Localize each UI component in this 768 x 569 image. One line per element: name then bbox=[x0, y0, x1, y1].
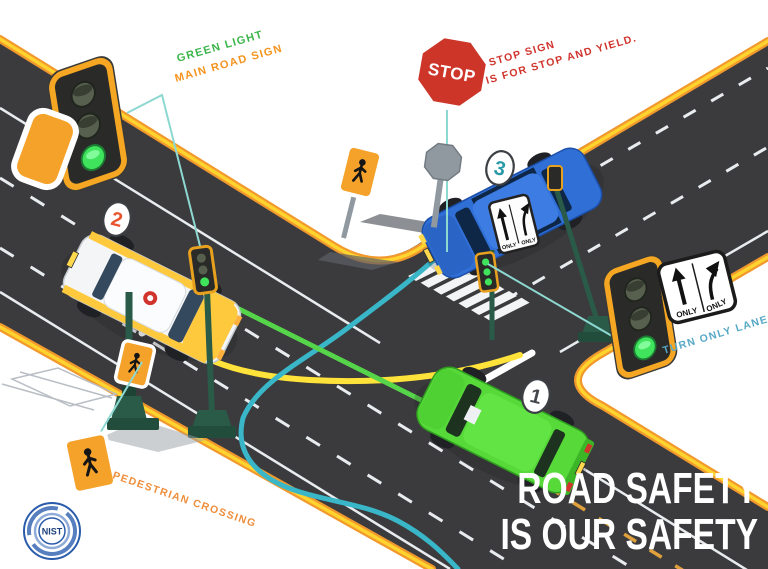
small-sign-only-right: ONLY bbox=[521, 237, 537, 246]
badge-number-3: 3 bbox=[492, 157, 508, 181]
stop-sign: STOP bbox=[413, 33, 491, 111]
mini-traffic-light bbox=[474, 251, 500, 293]
traffic-light-taxi bbox=[188, 244, 218, 296]
poster-title-line2: IS OUR SAFETY bbox=[500, 511, 758, 559]
ped-pole-pedestal bbox=[107, 386, 159, 430]
nist-logo-text: NIST bbox=[42, 527, 63, 537]
badge-number-2: 2 bbox=[109, 208, 125, 232]
nist-logo: NIST bbox=[23, 502, 81, 560]
marker-badge-car2: 2 bbox=[102, 201, 132, 237]
pedestrian-crossing-label: PEDESTRIAN CROSSING bbox=[111, 469, 258, 530]
small-sign-only-left: ONLY bbox=[501, 242, 517, 251]
poster-title-line1: ROAD SAFETY bbox=[517, 465, 758, 513]
stop-sign-back bbox=[423, 142, 463, 228]
greenlight-callout-line bbox=[126, 93, 201, 247]
badge-number-1: 1 bbox=[528, 385, 544, 409]
taxi-signal-pedestal bbox=[188, 410, 236, 438]
ped-callout-line bbox=[95, 361, 143, 441]
turn-lane-sign: ONLY ONLY bbox=[656, 249, 738, 325]
poster-title: ROAD SAFETY IS OUR SAFETY bbox=[500, 465, 758, 559]
blank-orange-sign bbox=[11, 107, 79, 191]
pedestrian-sign-floating bbox=[62, 431, 118, 495]
marker-badge-car1: 1 bbox=[521, 378, 551, 414]
path-teal bbox=[238, 240, 461, 569]
marker-badge-car3: 3 bbox=[485, 150, 515, 186]
taxi-signal-pole bbox=[204, 289, 215, 415]
path-green bbox=[194, 285, 468, 425]
signal-pole-blue-car bbox=[550, 177, 603, 331]
pedestrian-sign-on-pole bbox=[113, 339, 157, 389]
signal-back-box bbox=[547, 165, 563, 191]
turn-lane-sign-small: ONLY ONLY bbox=[488, 193, 540, 255]
shadow-wireframe bbox=[1, 367, 119, 411]
pedestrian-sign-top bbox=[336, 143, 384, 239]
turn-lanes-callout-line bbox=[487, 263, 613, 337]
